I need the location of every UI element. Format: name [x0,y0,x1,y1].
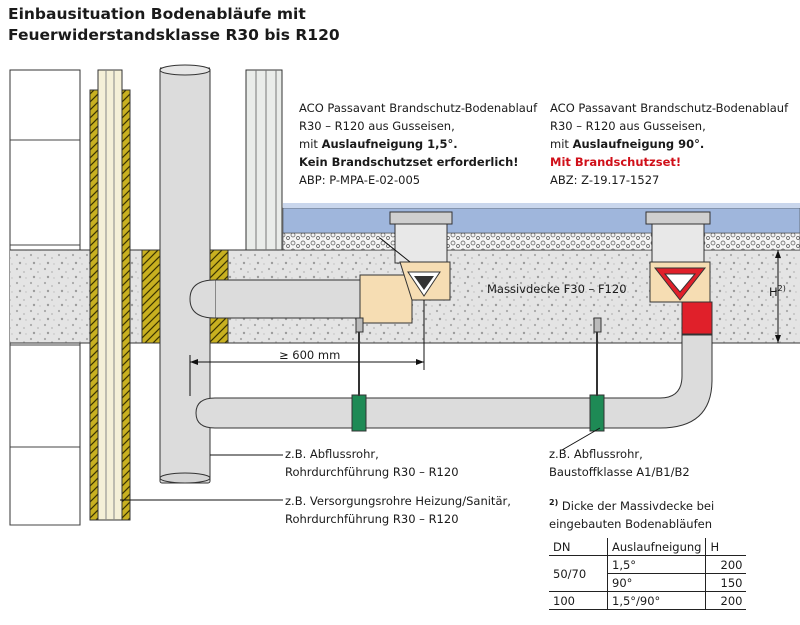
thickness-table: DN Auslaufneigung H 50/70 1,5° 200 90° 1… [549,538,747,610]
right-drain-line-3: mit Auslaufneigung 90°. [550,135,788,153]
right-drain-approval: ABZ: Z-19.17-1527 [550,173,660,187]
right-drain-slope: Auslaufneigung 90°. [572,137,705,151]
supply-pipe-line-2: Rohrdurchführung R30 – R120 [285,512,459,526]
riser-fire-collar-left [141,249,161,344]
table-cell-h: 150 [705,573,747,592]
pipe-right-line-1: z.B. Abflussrohr, [549,447,643,461]
spacing-dimension [189,300,425,396]
footnote-text-1: Dicke der Massivdecke bei [561,498,715,513]
height-letter: H [769,284,778,299]
left-floor-drain [389,211,453,301]
slab-label: Massivdecke F30 – F120 [487,282,627,296]
floor-buildup [282,203,800,251]
right-drain-description: ACO Passavant Brandschutz-Bodenablauf R3… [550,99,788,189]
pipe-left-label: z.B. Abflussrohr, Rohrdurchführung R30 –… [285,445,459,481]
hanger-rods [355,317,602,396]
table-cell-h: 200 [705,555,747,574]
right-drain-line-2: R30 – R120 aus Gusseisen, [550,119,706,133]
table-row: 100 1,5°/90° 200 [549,591,747,610]
table-row: 50/70 1,5° 200 [549,555,747,592]
right-drain-notice: Mit Brandschutzset! [550,155,682,169]
height-footnote-marker: 2) [777,284,786,293]
supply-pipe-label: z.B. Versorgungsrohre Heizung/Sanitär, R… [285,492,511,528]
left-drain-slope: Auslaufneigung 1,5°. [321,137,458,151]
right-floor-drain [645,211,713,335]
footnote-line-1: 2) Dicke der Massivdecke bei [549,494,714,515]
height-label: H2) [769,280,786,301]
title-line-2: Feuerwiderstandsklasse R30 bis R120 [8,26,340,44]
left-drain-line-2: R30 – R120 aus Gusseisen, [299,119,455,133]
diagram-title: Einbausituation Bodenabläufe mit Feuerwi… [8,4,340,46]
lower-drain-pipe [195,334,713,432]
table-header-slope: Auslaufneigung [606,538,706,556]
table-cell-dn: 100 [549,591,608,610]
table-cell-slope: 1,5°/90° [606,591,706,610]
table-cell-h: 200 [705,591,747,610]
pipe-left-line-2: Rohrdurchführung R30 – R120 [285,465,459,479]
footnote-marker: 2) [549,498,559,507]
footnote-line-2: eingebauten Bodenabläufen [549,516,712,531]
mineral-wool-insulation [89,69,131,521]
table-header-row: DN Auslaufneigung H [549,538,747,556]
spacing-label: ≥ 600 mm [279,348,341,362]
left-drain-line-1: ACO Passavant Brandschutz-Bodenablauf [299,101,538,115]
pipe-right-label: z.B. Abflussrohr, Baustoffklasse A1/B1/B… [549,445,690,481]
left-drain-description: ACO Passavant Brandschutz-Bodenablauf R3… [299,99,537,189]
table-cell-slope: 90° [606,573,706,592]
table-cell-dn: 50/70 [549,555,608,592]
right-drain-line-3-prefix: mit [550,137,573,151]
left-drain-line-3-prefix: mit [299,137,322,151]
footnote: 2) Dicke der Massivdecke bei eingebauten… [549,494,714,533]
pipe-left-line-1: z.B. Abflussrohr, [285,447,379,461]
wall-panel [245,69,283,251]
leader-lines [120,237,601,501]
left-drain-line-3: mit Auslaufneigung 1,5°. [299,135,537,153]
table-header-dn: DN [549,538,608,556]
slab-pipe-left [189,274,413,324]
pipe-right-line-2: Baustoffklasse A1/B1/B2 [549,465,690,479]
table-row: 90° 150 [549,573,747,592]
table-cell-slope: 1,5° [606,555,706,574]
table-header-h: H [705,538,747,556]
right-drain-line-1: ACO Passavant Brandschutz-Bodenablauf [550,101,789,115]
height-dimension [775,250,781,343]
left-drain-notice: Kein Brandschutzset erforderlich! [299,155,519,169]
title-line-1: Einbausituation Bodenabläufe mit [8,5,306,23]
left-drain-approval: ABP: P-MPA-E-02-005 [299,173,421,187]
supply-pipe-line-1: z.B. Versorgungsrohre Heizung/Sanitär, [285,494,511,508]
